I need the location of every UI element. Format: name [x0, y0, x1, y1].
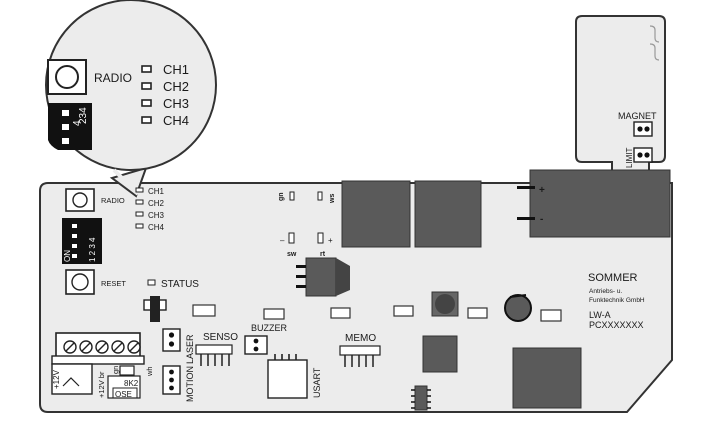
- brand-name: SOMMER: [588, 272, 638, 284]
- rt-label: rt: [320, 251, 326, 258]
- ic-2: [512, 347, 582, 409]
- brand-sub1: Antriebs- u.: [589, 288, 622, 295]
- dip-numbers: 1 2 3 4: [88, 237, 97, 262]
- minus-label: –: [280, 236, 285, 245]
- gn-wire-label: gn: [111, 366, 120, 374]
- wh-wire-label: wh: [145, 366, 154, 377]
- zoom-ch1-label: CH1: [163, 62, 189, 77]
- v12-label: +12V: [52, 369, 61, 389]
- gn-label: gn: [278, 192, 285, 201]
- magnet-connector: [633, 121, 653, 137]
- dip-on-label: ON: [63, 250, 72, 262]
- capacitor: [504, 294, 532, 322]
- limit-label: LIMIT: [625, 147, 634, 168]
- ch1-label: CH1: [148, 187, 165, 196]
- ch2-label: CH2: [148, 199, 165, 208]
- ws-label: ws: [329, 194, 336, 204]
- buzzer-label: BUZZER: [251, 323, 288, 333]
- ic-1: [422, 335, 458, 373]
- ose-label: OSE: [115, 390, 132, 399]
- small-chip: [414, 385, 428, 411]
- usart-connector: [267, 359, 308, 399]
- motion-label: MOTION: [185, 366, 195, 402]
- buzzer-connector: [244, 335, 268, 355]
- model-label: LW-A: [589, 310, 611, 320]
- sw-label: sw: [287, 251, 297, 258]
- status-label: STATUS: [161, 279, 199, 290]
- v12br-label: +12V br: [97, 371, 106, 398]
- zoom-dip-numbers: 234: [78, 107, 89, 124]
- plus-label: +: [328, 236, 333, 245]
- memo-header: [339, 345, 381, 356]
- memo-label: MEMO: [345, 333, 376, 344]
- brand-sub2: Funktechnik GmbH: [589, 297, 645, 304]
- zoom-ch3-label: CH3: [163, 96, 189, 111]
- zoom-ch4-label: CH4: [163, 113, 189, 128]
- motor-plus-label: +: [539, 185, 545, 196]
- zoom-magnifier: RADIO CH1 CH2 CH3 CH4 4 234: [45, 0, 217, 198]
- limit-connector: [633, 147, 653, 163]
- zoom-dip-switch: [48, 103, 92, 150]
- dip-switch: [62, 218, 102, 264]
- motor-connector: [529, 169, 671, 238]
- senso-label: SENSO: [203, 332, 238, 343]
- relay-2: [414, 180, 482, 248]
- r8k2-label: 8K2: [124, 379, 139, 388]
- magnet-label: MAGNET: [618, 111, 657, 121]
- svg-text:4: 4: [72, 120, 83, 126]
- laser-label: LASER: [185, 334, 195, 364]
- usart-label: USART: [312, 367, 322, 398]
- ch3-label: CH3: [148, 211, 165, 220]
- serial-label: PCXXXXXXX: [589, 320, 644, 330]
- transistor: [305, 257, 337, 297]
- reset-label: RESET: [101, 279, 126, 288]
- senso-header: [195, 344, 233, 355]
- motor-minus-label: -: [540, 214, 543, 225]
- zoom-ch2-label: CH2: [163, 79, 189, 94]
- relay-1: [341, 180, 411, 248]
- ch4-label: CH4: [148, 223, 165, 232]
- zoom-radio-label: RADIO: [94, 71, 132, 85]
- laser-connector: [162, 328, 181, 352]
- radio-label: RADIO: [101, 196, 125, 205]
